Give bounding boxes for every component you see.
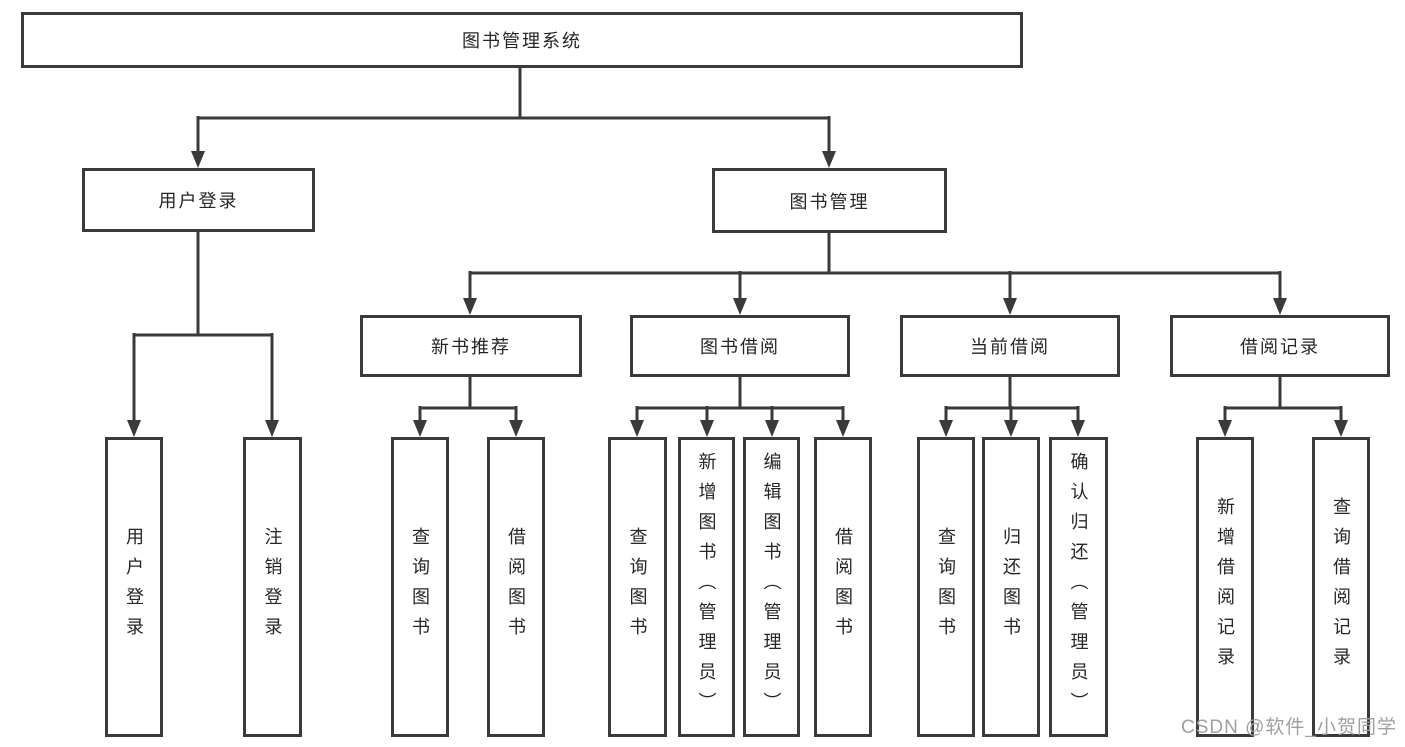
node-borrow-record: 借阅记录 (1170, 315, 1390, 377)
node-leaf-add-borrow-record-label: 新增借阅记录 (1215, 497, 1235, 677)
node-new-book-recommend-label: 新书推荐 (431, 337, 511, 357)
node-leaf-confirm-return-admin-label: 确认归还（管理员） (1068, 452, 1089, 722)
node-leaf-query-book-3-label: 查询图书 (936, 527, 956, 647)
node-book-management-label: 图书管理 (789, 191, 870, 212)
node-user-login-label: 用户登录 (158, 191, 239, 211)
node-current-borrow: 当前借阅 (900, 315, 1120, 377)
node-leaf-query-book-1-label: 查询图书 (410, 527, 430, 647)
node-leaf-query-borrow-record: 查询借阅记录 (1312, 437, 1370, 737)
node-book-management: 图书管理 (712, 168, 947, 233)
node-leaf-logout: 注销登录 (243, 437, 302, 737)
node-leaf-user-login: 用户登录 (105, 437, 163, 737)
node-leaf-query-book-2: 查询图书 (608, 437, 667, 737)
node-leaf-add-book-admin: 新增图书（管理员） (678, 437, 735, 737)
connector-borrow-record-children (1218, 377, 1348, 437)
node-leaf-confirm-return-admin: 确认归还（管理员） (1049, 437, 1108, 737)
node-leaf-borrow-book-2-label: 借阅图书 (833, 527, 853, 647)
connector-user-login-children (127, 232, 279, 437)
node-leaf-borrow-book-2: 借阅图书 (814, 437, 872, 737)
node-borrow-record-label: 借阅记录 (1240, 337, 1320, 357)
node-leaf-add-borrow-record: 新增借阅记录 (1196, 437, 1254, 737)
node-user-login: 用户登录 (82, 168, 315, 232)
node-leaf-edit-book-admin: 编辑图书（管理员） (743, 437, 800, 737)
node-book-borrow-label: 图书借阅 (700, 337, 780, 357)
node-leaf-add-book-admin-label: 新增图书（管理员） (696, 452, 717, 722)
connector-book-mgmt-children (463, 233, 1287, 315)
node-leaf-return-book-label: 归还图书 (1001, 527, 1021, 647)
node-leaf-return-book: 归还图书 (982, 437, 1040, 737)
connector-book-borrow-children (630, 377, 850, 437)
node-leaf-query-book-2-label: 查询图书 (627, 527, 648, 647)
node-new-book-recommend: 新书推荐 (360, 315, 582, 377)
node-leaf-borrow-book-1-label: 借阅图书 (506, 527, 526, 647)
node-leaf-query-book-3: 查询图书 (917, 437, 975, 737)
node-root-label: 图书管理系统 (462, 31, 582, 51)
node-leaf-borrow-book-1: 借阅图书 (487, 437, 545, 737)
node-current-borrow-label: 当前借阅 (970, 337, 1050, 357)
node-leaf-user-login-label: 用户登录 (124, 527, 144, 647)
connector-new-book-children (413, 377, 523, 437)
connector-current-borrow-children (939, 377, 1085, 437)
node-leaf-query-book-1: 查询图书 (391, 437, 449, 737)
connector-root-to-level2 (191, 68, 836, 168)
node-leaf-query-borrow-record-label: 查询借阅记录 (1331, 497, 1351, 677)
node-root: 图书管理系统 (21, 12, 1023, 68)
node-book-borrow: 图书借阅 (630, 315, 850, 377)
node-leaf-edit-book-admin-label: 编辑图书（管理员） (761, 452, 782, 722)
csdn-watermark: CSDN @软件_小贺同学 (1181, 717, 1397, 738)
node-leaf-logout-label: 注销登录 (262, 527, 283, 647)
